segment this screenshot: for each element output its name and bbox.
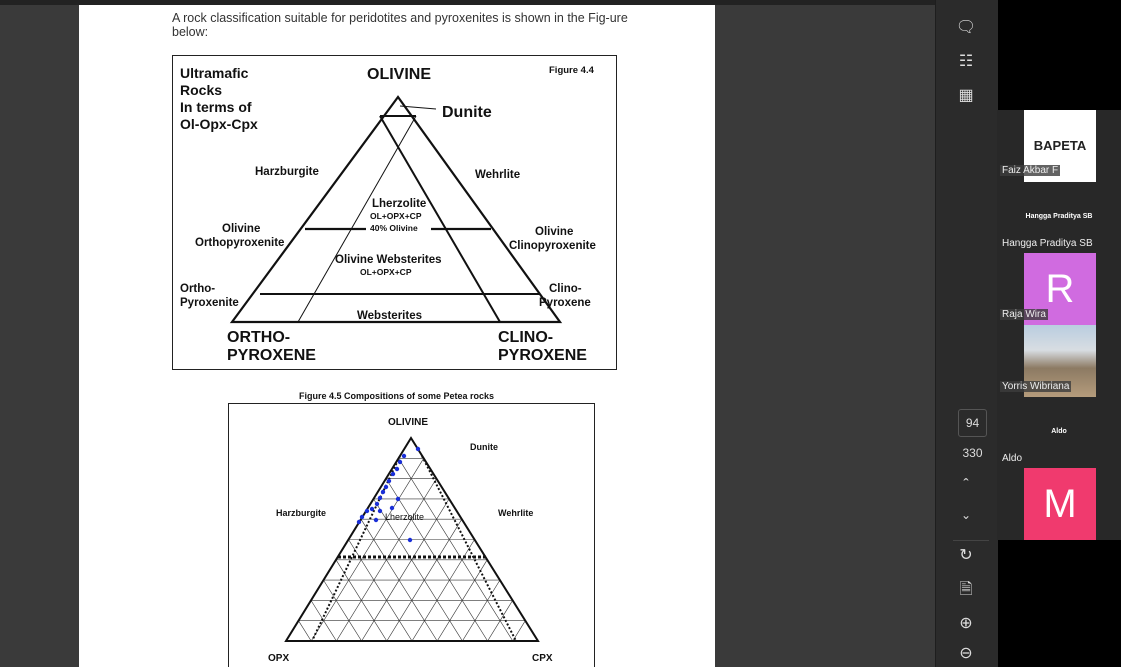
- previous-page-button[interactable]: ˆ: [963, 477, 969, 494]
- participant-name: Hangga Praditya SB: [1002, 238, 1093, 249]
- data-point: [407, 537, 413, 543]
- fig45-olivine: OLIVINE: [388, 417, 428, 428]
- participant-avatar[interactable]: R: [1024, 253, 1096, 325]
- fit-page-icon[interactable]: 🗎: [959, 581, 973, 598]
- figure-4-5: Figure 4.5 Compositions of some Petea ro…: [228, 391, 595, 667]
- participant-name: Yorris Wibriana: [1000, 381, 1072, 392]
- fig44-orthopyx-1: Ortho-: [180, 283, 215, 295]
- grid-line: [336, 478, 437, 642]
- intro-text: A rock classification suitable for perid…: [172, 11, 628, 39]
- grid-line: [385, 478, 488, 642]
- fig44-ol-cpx-2: Clinopyroxenite: [509, 240, 596, 252]
- grid-line: [323, 579, 362, 642]
- fig44-orthopyx-2: Pyroxenite: [180, 297, 239, 309]
- next-page-button[interactable]: ⌄: [960, 508, 972, 522]
- data-point: [377, 508, 383, 514]
- zoom-out-icon[interactable]: ⊖: [959, 645, 973, 662]
- fig44-dunite: Dunite: [442, 104, 492, 121]
- data-point: [373, 517, 379, 523]
- comments-icon[interactable]: 🗨: [955, 19, 977, 36]
- fig45-cpx: CPX: [532, 653, 553, 664]
- bookmarks-icon[interactable]: ☷: [958, 53, 974, 70]
- fig44-clinopyx-2: Pyroxene: [539, 297, 591, 309]
- page-number-input[interactable]: 94: [958, 409, 987, 437]
- data-point: [364, 508, 370, 514]
- data-point: [356, 519, 362, 525]
- fig44-ol-opx-2: Orthopyroxenite: [195, 237, 284, 249]
- data-point: [397, 459, 403, 465]
- fig44-title-1: Ultramafic: [180, 65, 249, 81]
- grid-line: [512, 620, 526, 642]
- grid-line: [398, 458, 514, 642]
- data-point: [415, 446, 421, 452]
- fig44-ol-webs-comp: OL+OPX+CP: [360, 267, 412, 277]
- data-point: [386, 478, 392, 484]
- participant-name: Faiz Akbar F: [1000, 165, 1061, 176]
- data-point: [395, 496, 401, 502]
- fig44-harzburgite: Harzburgite: [255, 166, 319, 178]
- participant-name: Aldo: [1002, 453, 1023, 464]
- thumbnails-icon[interactable]: ▦: [958, 87, 974, 104]
- fig45-lherzolite: Lherzolite: [385, 512, 424, 522]
- fig44-lherzolite: Lherzolite: [372, 198, 426, 210]
- grid-line: [298, 620, 312, 642]
- fig44-lherz-comp: OL+OPX+CP: [370, 211, 422, 221]
- fig44-ol-webs: Olivine Websterites: [335, 254, 442, 266]
- fig45-caption: Figure 4.5 Compositions of some Petea ro…: [299, 391, 494, 401]
- participant-label: Hangga Praditya SB: [1025, 213, 1093, 220]
- figure-4-4: Ultramafic Rocks In terms of Ol-Opx-Cpx …: [172, 55, 617, 370]
- grid-line: [310, 458, 424, 642]
- top-strip: [0, 0, 935, 5]
- fig44-title-4: Ol-Opx-Cpx: [180, 116, 258, 132]
- fig44-title-3: In terms of: [180, 99, 252, 115]
- fig44-ol-opx-1: Olivine: [222, 223, 260, 235]
- data-point: [389, 505, 395, 511]
- fig44-websterites: Websterites: [357, 310, 422, 322]
- participants-panel: BAPETA Faiz Akbar F Hangga Praditya SB H…: [997, 110, 1121, 540]
- fig44-lherz-pct: 40% Olivine: [370, 223, 418, 233]
- viewer-toolbar: 🗨 ☷ ▦ ˆ ⌄ ↻ 🗎 ⊕ ⊖: [935, 0, 998, 667]
- fig44-label: Figure 4.4: [549, 65, 595, 76]
- fig44-olivine: OLIVINE: [367, 66, 431, 83]
- fig45-harzburgite: Harzburgite: [276, 508, 326, 518]
- grid-line: [361, 498, 450, 642]
- fig44-ol-cpx-1: Olivine: [535, 226, 573, 238]
- total-pages: 330: [962, 446, 983, 460]
- participant-name: Raja Wira: [1000, 309, 1048, 320]
- grid-line: [348, 539, 413, 642]
- fig45-dunite: Dunite: [470, 442, 498, 452]
- fig44-ortho-1: ORTHO-: [227, 329, 290, 346]
- fig44-clinopyx-1: Clino-: [549, 283, 582, 295]
- fig44-ortho-2: PYROXENE: [227, 347, 316, 364]
- fig45-wehrlite: Wehrlite: [498, 508, 533, 518]
- figures: Ultramafic Rocks In terms of Ol-Opx-Cpx …: [172, 55, 617, 667]
- zoom-in-icon[interactable]: ⊕: [959, 615, 973, 632]
- data-point: [401, 453, 407, 459]
- rotate-icon[interactable]: ↻: [959, 547, 973, 564]
- data-point: [390, 471, 396, 477]
- data-point: [369, 506, 375, 512]
- data-point: [380, 489, 386, 495]
- grid-line: [462, 579, 501, 642]
- data-point: [394, 466, 400, 472]
- bapeta-logo: BAPETA: [1033, 138, 1087, 153]
- fig44-clino-1: CLINO-: [498, 329, 553, 346]
- fig45-opx: OPX: [268, 653, 289, 664]
- participant-avatar[interactable]: M: [1024, 468, 1096, 540]
- data-point: [359, 514, 365, 520]
- data-point: [377, 495, 383, 501]
- grid-line: [411, 539, 475, 642]
- fig44-clino-2: PYROXENE: [498, 347, 587, 364]
- fig44-title-2: Rocks: [180, 82, 222, 98]
- participant-label: Aldo: [1051, 428, 1067, 435]
- data-point: [383, 484, 389, 490]
- grid-line: [373, 498, 463, 642]
- fig44-wehrlite: Wehrlite: [475, 169, 520, 181]
- data-point: [374, 501, 380, 507]
- toolbar-divider: [953, 540, 989, 541]
